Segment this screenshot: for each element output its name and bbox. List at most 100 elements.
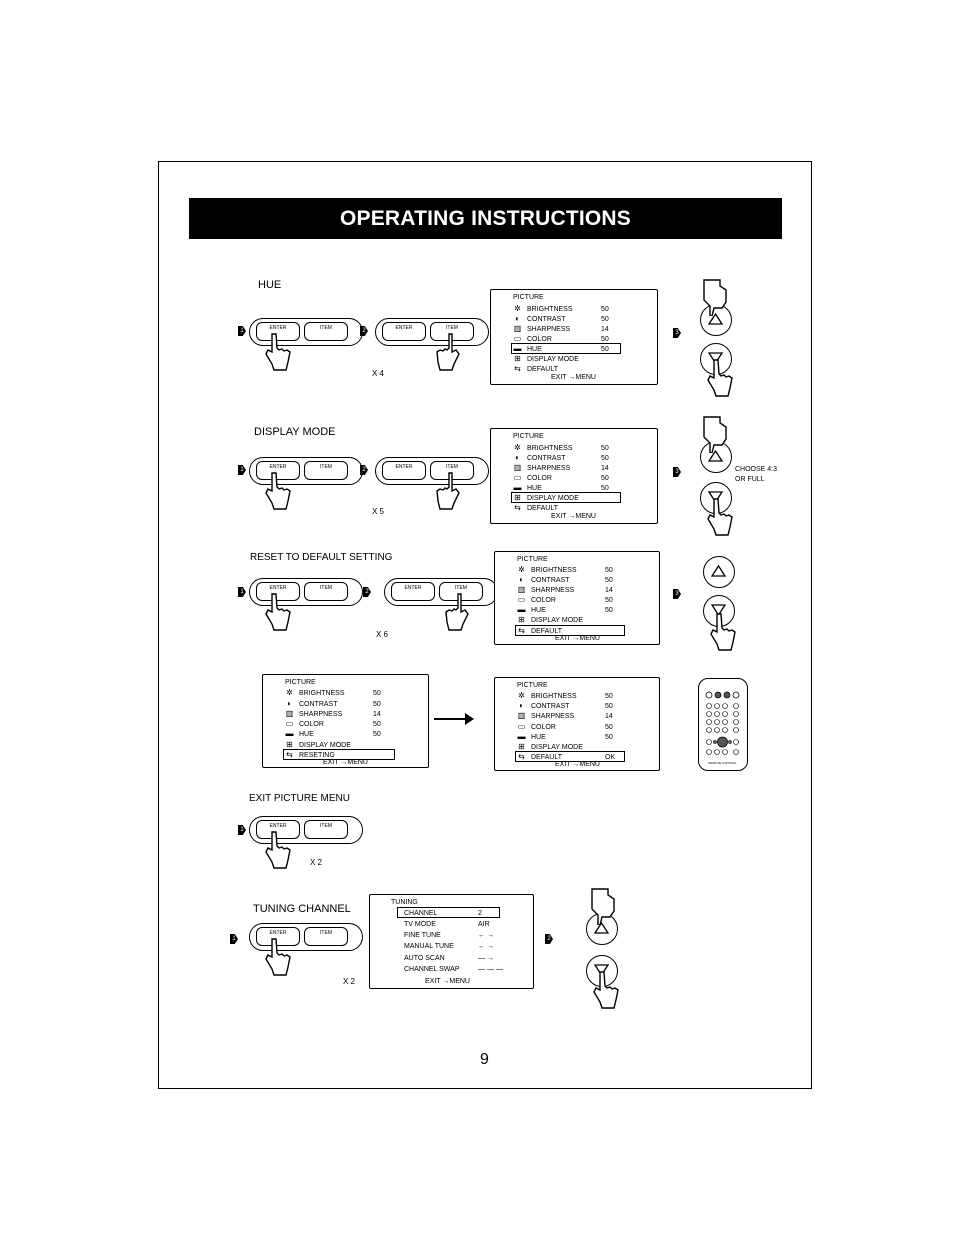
enter-button[interactable]: ENTER bbox=[256, 820, 300, 839]
osd-header: PICTURE bbox=[285, 679, 316, 686]
value-hue: 50 bbox=[601, 346, 609, 353]
item-button[interactable]: ITEM bbox=[304, 820, 348, 839]
pointing-hand-icon bbox=[265, 333, 291, 371]
menu-item-auto-scan: AUTO SCAN bbox=[404, 954, 445, 962]
enter-item-buttons: ENTER ITEM bbox=[375, 457, 489, 485]
exit-menu-hint: EXIT →MENU bbox=[555, 635, 600, 642]
display-mode-icon: ⊞ bbox=[286, 740, 293, 749]
value-contrast: 50 bbox=[373, 701, 381, 708]
menu-item-brightness: ✲BRIGHTNESS bbox=[518, 565, 577, 574]
enter-button[interactable]: ENTER bbox=[256, 461, 300, 480]
value-color: 50 bbox=[373, 721, 381, 728]
menu-item-contrast: ◐CONTRAST bbox=[285, 699, 405, 709]
selection-highlight bbox=[283, 749, 395, 760]
sun-icon: ✲ bbox=[514, 443, 521, 452]
step-badge-2: 2 bbox=[545, 934, 553, 944]
default-icon: ⇆ bbox=[518, 752, 525, 761]
menu-item-display-mode: ⊞DISPLAY MODE bbox=[514, 493, 579, 502]
value-color: 50 bbox=[601, 336, 609, 343]
step-badge-1: 1 bbox=[230, 934, 238, 944]
step-badge-1: 1 bbox=[238, 825, 246, 835]
item-button[interactable]: ITEM bbox=[304, 461, 348, 480]
pointing-hand-icon bbox=[265, 938, 291, 976]
press-count: X 4 bbox=[372, 369, 385, 378]
menu-item-brightness: ✲BRIGHTNESS bbox=[286, 688, 345, 697]
picture-menu-osd: PICTURE ✲BRIGHTNESS ◐CONTRAST ▥SHARPNESS… bbox=[490, 289, 658, 385]
enter-button[interactable]: ENTER bbox=[256, 322, 300, 341]
step-badge-3: 3 bbox=[673, 467, 681, 477]
menu-item-display-mode: ⊞DISPLAY MODE bbox=[518, 615, 583, 624]
value-channel: 2 bbox=[478, 910, 482, 917]
value-fine-tune: ← → bbox=[478, 932, 494, 939]
enter-button[interactable]: ENTER bbox=[256, 582, 300, 601]
value-sharpness: 14 bbox=[601, 326, 609, 333]
hue-icon: ▬ bbox=[513, 483, 522, 492]
remote-buttons-icon bbox=[705, 691, 740, 755]
pointing-hand-icon bbox=[707, 498, 733, 536]
item-button[interactable]: ITEM bbox=[304, 322, 348, 341]
display-mode-icon: ⊞ bbox=[514, 493, 521, 502]
sun-icon: ✲ bbox=[518, 691, 525, 700]
value-color: 50 bbox=[601, 475, 609, 482]
enter-item-buttons: ENTER ITEM bbox=[384, 578, 498, 606]
menu-item-default: ⇆DEFAULT bbox=[514, 503, 558, 512]
enter-item-buttons: ENTER ITEM bbox=[249, 578, 363, 606]
selection-highlight bbox=[515, 625, 625, 636]
value-sharpness: 14 bbox=[605, 713, 613, 720]
step-badge-2: 2 bbox=[360, 465, 368, 475]
sun-icon: ✲ bbox=[286, 688, 293, 697]
sun-icon: ✲ bbox=[518, 565, 525, 574]
display-mode-icon: ⊞ bbox=[518, 615, 525, 624]
menu-item-default: ⇆DEFAULT bbox=[518, 626, 562, 635]
value-hue: 50 bbox=[373, 731, 381, 738]
menu-item-brightness: ✲BRIGHTNESS bbox=[514, 443, 573, 452]
default-icon: ⇆ bbox=[518, 626, 525, 635]
default-icon: ⇆ bbox=[514, 503, 521, 512]
sharpness-icon: ▥ bbox=[285, 709, 294, 718]
enter-item-buttons: ENTER ITEM bbox=[375, 318, 489, 346]
enter-button[interactable]: ENTER bbox=[391, 582, 435, 601]
osd-header: PICTURE bbox=[513, 294, 544, 301]
picture-menu-osd: PICTURE ✲BRIGHTNESS ◐CONTRAST ▥SHARPNESS… bbox=[494, 551, 660, 645]
section-title-hue: HUE bbox=[258, 279, 282, 291]
selection-highlight bbox=[511, 343, 621, 354]
triangle-down-icon bbox=[710, 604, 727, 617]
menu-item-resetting: ⇆RESETING bbox=[286, 750, 335, 759]
up-button[interactable] bbox=[703, 556, 735, 588]
sun-icon: ✲ bbox=[514, 304, 521, 313]
pointing-hand-icon bbox=[265, 593, 291, 631]
enter-item-buttons: ENTER ITEM bbox=[249, 923, 363, 951]
menu-item-hue: ▬HUE bbox=[517, 605, 546, 614]
step-badge-2: 2 bbox=[363, 587, 371, 597]
value-auto-scan: — → bbox=[478, 955, 494, 962]
enter-button[interactable]: ENTER bbox=[382, 322, 426, 341]
value-manual-tune: ← → bbox=[478, 943, 494, 950]
menu-item-contrast: ◐CONTRAST bbox=[513, 314, 633, 324]
selection-highlight bbox=[515, 751, 625, 762]
press-count: X 2 bbox=[310, 858, 323, 867]
value-brightness: 50 bbox=[601, 445, 609, 452]
menu-item-color: ▭COLOR bbox=[517, 722, 556, 731]
menu-item-tv-mode: TV MODE bbox=[404, 920, 436, 928]
item-button[interactable]: ITEM bbox=[304, 927, 348, 946]
step-badge-1: 1 bbox=[238, 465, 246, 475]
value-color: 50 bbox=[605, 724, 613, 731]
right-arrow-icon bbox=[434, 713, 474, 725]
menu-item-color: ▭COLOR bbox=[513, 473, 552, 482]
selection-highlight bbox=[511, 492, 621, 503]
menu-item-default: ⇆DEFAULT bbox=[518, 752, 562, 761]
triangle-up-icon bbox=[707, 449, 724, 462]
enter-item-buttons: ENTER ITEM bbox=[249, 816, 363, 844]
hue-icon: ▬ bbox=[285, 729, 294, 738]
value-default-ok: OK bbox=[605, 754, 616, 761]
value-brightness: 50 bbox=[373, 690, 381, 697]
pointing-hand-icon bbox=[436, 333, 460, 371]
step-badge-3: 3 bbox=[673, 589, 681, 599]
page-frame bbox=[158, 161, 812, 1089]
enter-button[interactable]: ENTER bbox=[256, 927, 300, 946]
menu-item-color: ▭COLOR bbox=[513, 334, 552, 343]
item-button[interactable]: ITEM bbox=[304, 582, 348, 601]
osd-header: PICTURE bbox=[517, 556, 548, 563]
enter-button[interactable]: ENTER bbox=[382, 461, 426, 480]
pointing-hand-icon bbox=[703, 416, 727, 453]
